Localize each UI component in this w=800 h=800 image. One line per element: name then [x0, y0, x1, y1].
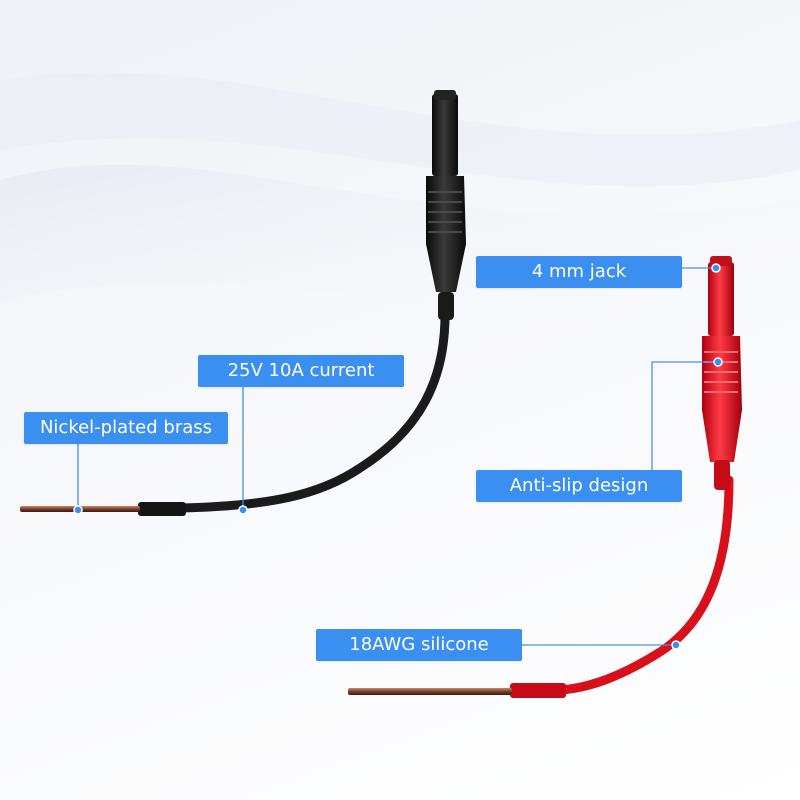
- callout-dot-jack: [711, 263, 721, 273]
- callout-label-antislip: Anti-slip design: [476, 470, 682, 502]
- black-grip: [426, 176, 466, 292]
- red-cable: [555, 475, 734, 695]
- callout-dot-antislip: [713, 357, 723, 367]
- black-grip-ribs: [428, 191, 462, 233]
- black-test-lead: [20, 90, 466, 516]
- callout-line-antislip: [651, 361, 718, 470]
- red-strain-relief: [714, 460, 730, 490]
- callout-label-silicone: 18AWG silicone: [316, 629, 522, 661]
- callout-dot-brass: [73, 505, 83, 515]
- callout-dot-current: [238, 505, 248, 515]
- black-cable: [175, 310, 450, 513]
- black-strain-relief: [438, 292, 454, 320]
- callout-label-jack: 4 mm jack: [476, 256, 682, 288]
- red-jack-tip: [708, 262, 734, 336]
- background-swoosh: [0, 164, 800, 329]
- red-brass-pin: [348, 688, 512, 695]
- black-jack-top: [434, 90, 456, 100]
- callout-label-brass: Nickel-plated brass: [24, 412, 228, 444]
- callout-label-current: 25V 10A current: [198, 355, 404, 387]
- callout-dots: [73, 263, 723, 650]
- red-sleeve: [510, 683, 566, 698]
- red-grip: [702, 336, 742, 462]
- callout-dot-silicone: [671, 640, 681, 650]
- background-swoosh: [0, 72, 800, 187]
- callout-lines: [77, 267, 718, 646]
- black-jack-tip: [432, 94, 458, 176]
- black-sleeve: [138, 502, 186, 516]
